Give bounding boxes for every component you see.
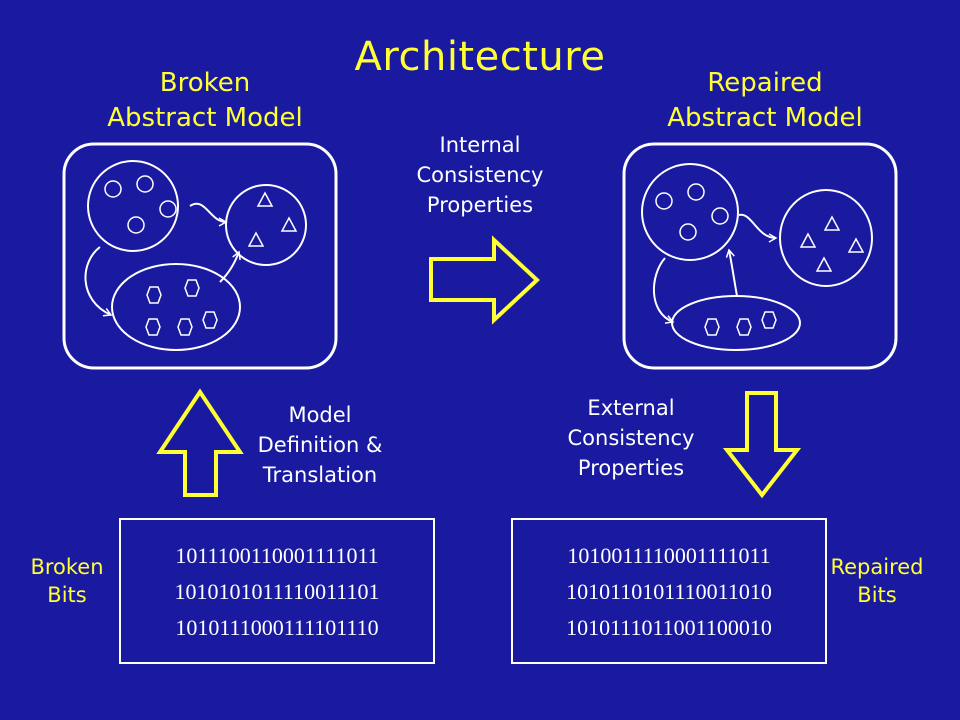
broken-model-diagram — [62, 142, 338, 370]
right-arrow-icon — [429, 235, 540, 325]
edge-hexagons-to-circles — [725, 248, 738, 297]
repaired-model-heading: Repaired Abstract Model — [615, 66, 915, 136]
broken-model-heading-line-2: Abstract Model — [107, 103, 303, 133]
down-arrow-icon — [722, 391, 802, 499]
repaired-bits-row: 1010111011001100010 — [566, 615, 772, 640]
broken-bits-box: 1011100110001111011 1010101011110011101 … — [119, 518, 435, 664]
repaired-bits-box: 1010011110001111011 1010110101110011010 … — [511, 518, 827, 664]
hexagon-set — [111, 263, 241, 351]
triangle-icons — [247, 191, 298, 247]
repaired-bits-row: 1010011110001111011 — [567, 543, 771, 568]
model-definition-line-1: Model — [288, 403, 352, 427]
broken-bits-row: 1011100110001111011 — [175, 543, 379, 568]
model-definition-line-2: Definition & — [257, 433, 383, 457]
edge-circles-to-triangles — [189, 202, 228, 227]
hexagon-icons — [145, 279, 218, 336]
circle-set — [87, 160, 179, 252]
broken-bits-row: 1010101011110011101 — [174, 579, 380, 604]
repaired-model-heading-line-2: Abstract Model — [667, 103, 863, 133]
edge-circles-to-hexagons — [653, 257, 675, 324]
repaired-bits-label-line-1: Repaired — [830, 555, 924, 579]
internal-consistency-line-3: Properties — [426, 193, 534, 217]
repaired-model-diagram — [622, 142, 898, 370]
model-definition-label: Model Definition & Translation — [200, 400, 440, 490]
internal-consistency-line-1: Internal — [439, 133, 521, 157]
circle-icons — [104, 175, 177, 234]
hexagon-set — [671, 295, 801, 351]
external-consistency-line-2: Consistency — [567, 426, 695, 450]
broken-model-heading-line-1: Broken — [159, 68, 251, 98]
model-definition-line-3: Translation — [262, 463, 378, 487]
triangle-set — [779, 189, 873, 287]
broken-bits-row: 1010111000111101110 — [175, 615, 379, 640]
repaired-model-frame — [622, 142, 898, 370]
external-consistency-label: External Consistency Properties — [511, 393, 751, 483]
repaired-bits-label-line-2: Bits — [857, 583, 897, 607]
up-arrow-icon — [156, 388, 244, 497]
repaired-bits-label: Repaired Bits — [822, 553, 932, 609]
broken-bits-label-line-1: Broken — [30, 555, 104, 579]
edge-circles-to-hexagons — [84, 246, 113, 317]
broken-model-frame — [62, 142, 338, 370]
broken-model-heading: Broken Abstract Model — [55, 66, 355, 136]
edge-hexagons-to-triangles — [219, 250, 241, 283]
external-consistency-line-3: Properties — [577, 456, 685, 480]
repaired-bits-row: 1010110101110011010 — [566, 579, 772, 604]
external-consistency-line-1: External — [587, 396, 675, 420]
slide-title: Architecture — [354, 34, 606, 80]
broken-bits-label: Broken Bits — [12, 553, 122, 609]
internal-consistency-label: Internal Consistency Properties — [360, 130, 600, 220]
hexagon-icons — [704, 311, 777, 336]
circle-icons — [655, 183, 729, 241]
edge-circles-to-triangles — [738, 213, 778, 243]
repaired-model-heading-line-1: Repaired — [707, 68, 823, 98]
circle-set — [641, 163, 739, 261]
broken-bits-label-line-2: Bits — [47, 583, 87, 607]
triangle-icons — [799, 215, 865, 272]
internal-consistency-line-2: Consistency — [416, 163, 544, 187]
